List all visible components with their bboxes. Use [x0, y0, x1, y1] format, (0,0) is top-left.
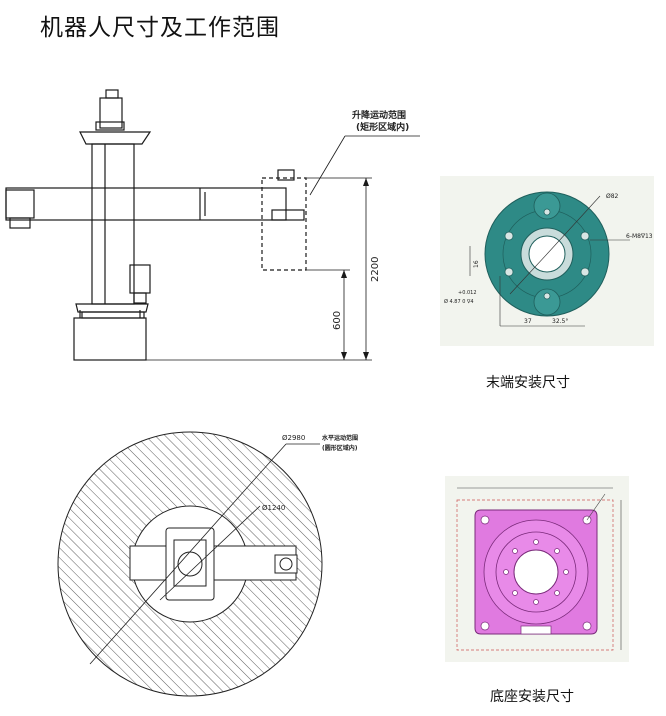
- end-mount-caption: 末端安装尺寸: [486, 375, 570, 391]
- top-dia-inner: Ø1240: [262, 504, 285, 512]
- page-title: 机器人尺寸及工作范围: [40, 15, 280, 41]
- end-label-dim-a: 37: [524, 318, 532, 325]
- end-label-bore: Ø 4.87 0 ∇4: [444, 298, 474, 305]
- dim-total-label: 2200: [370, 257, 381, 282]
- top-view-drawing: Ø2980 Ø1240 水平运动范围 (圆形区域内): [57, 431, 358, 697]
- side-callout-line2: (矩形区域内): [356, 121, 409, 133]
- top-callout-line2: (圆形区域内): [322, 444, 358, 452]
- base-mount-caption: 底座安装尺寸: [490, 689, 574, 705]
- top-callout-line1: 水平运动范围: [322, 434, 358, 442]
- end-label-dim-b: 32.5°: [552, 318, 568, 325]
- end-label-dim-c: 16: [473, 260, 480, 268]
- end-label-holes: 6-M8∇13: [626, 233, 653, 240]
- side-callout-line1: 升降运动范围: [352, 109, 406, 121]
- end-mount-drawing: Ø82 6-M8∇13 +0.012 Ø 4.87 0 ∇4 37 32.5° …: [440, 176, 654, 346]
- end-label-tol: +0.012: [458, 290, 477, 296]
- top-dia-outer: Ø2980: [282, 434, 305, 442]
- end-label-dia: Ø82: [606, 193, 619, 200]
- base-mount-drawing: [445, 476, 629, 662]
- dim-lower-label: 600: [332, 311, 343, 330]
- side-view-drawing: 升降运动范围 (矩形区域内) 2200 600: [5, 89, 420, 361]
